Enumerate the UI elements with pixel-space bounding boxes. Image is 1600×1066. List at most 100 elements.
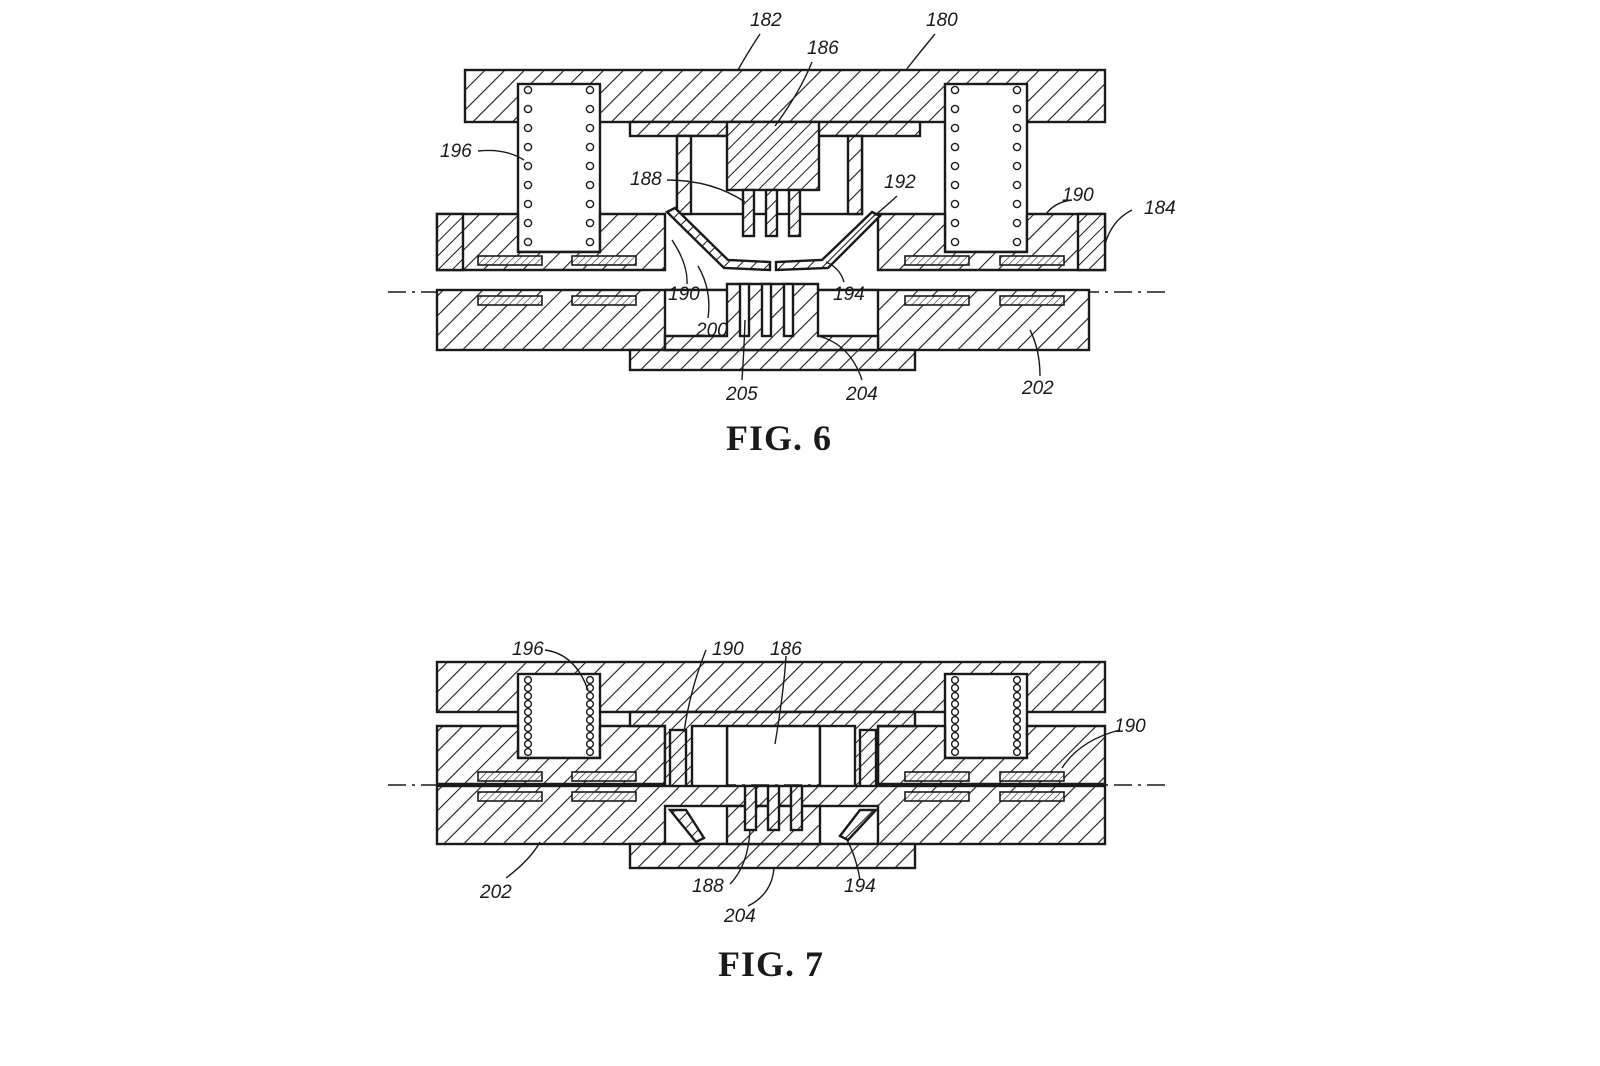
coil-turn — [585, 691, 595, 701]
fig6-strip-upper-1 — [477, 255, 543, 266]
coil-turn — [523, 675, 533, 685]
fig6-leader-196 — [477, 149, 525, 161]
coil-turn — [585, 723, 595, 733]
fig7-coil-spring-left — [523, 675, 595, 757]
coil-turn — [950, 747, 960, 757]
coil-turn — [523, 237, 533, 247]
coil-turn — [523, 199, 533, 209]
fig6-ref-188: 188 — [630, 169, 662, 190]
coil-turn — [585, 707, 595, 717]
coil-turn — [585, 237, 595, 247]
fig7-leader-202 — [505, 841, 541, 879]
fig6-leader-204 — [817, 335, 863, 381]
fig6-pin-188-c — [787, 188, 802, 238]
fig6-strip-lower-1 — [477, 295, 543, 306]
coil-turn — [585, 739, 595, 749]
fig7-ref-204: 204 — [723, 906, 756, 927]
fig6-ref-186: 186 — [807, 38, 839, 59]
fig6-strip-upper-3 — [904, 255, 970, 266]
coil-turn — [950, 683, 960, 693]
fig6-end-cap-184 — [1076, 212, 1107, 272]
fig7-arm-tip-left — [667, 808, 706, 844]
fig6-flex-arm-right — [774, 210, 883, 272]
coil-turn — [950, 142, 960, 152]
coil-turn — [585, 180, 595, 190]
coil-turn — [1012, 85, 1022, 95]
fig6-ref-204: 204 — [845, 384, 878, 405]
fig6-ref-202: 202 — [1021, 378, 1054, 399]
coil-turn — [523, 161, 533, 171]
fig6-ref-205: 205 — [725, 384, 758, 405]
coil-turn — [523, 104, 533, 114]
coil-turn — [1012, 123, 1022, 133]
fig6-leader-194 — [825, 261, 845, 283]
fig7-leader-204 — [747, 867, 775, 907]
coil-turn — [950, 123, 960, 133]
coil-turn — [585, 699, 595, 709]
fig7-bottom-boss-204 — [628, 842, 917, 870]
coil-turn — [585, 161, 595, 171]
coil-turn — [1012, 142, 1022, 152]
coil-turn — [523, 699, 533, 709]
fig7-strip-upper-4 — [999, 771, 1065, 782]
fig7-pin-188-b — [766, 784, 781, 832]
fig6-ref-190-top: 190 — [1062, 185, 1094, 206]
fig6-lower-pin-gap-2 — [760, 282, 773, 338]
fig7-strip-lower-3 — [904, 791, 970, 802]
coil-turn — [585, 715, 595, 725]
fig6-strip-lower-2 — [571, 295, 637, 306]
coil-turn — [1012, 747, 1022, 757]
fig7-ref-196: 196 — [512, 639, 544, 660]
fig6-coil-spring-right — [950, 85, 1022, 247]
fig6-lower-pin-gap-3 — [782, 282, 795, 338]
coil-turn — [950, 715, 960, 725]
fig6-ref-190-left: 190 — [668, 284, 700, 305]
fig7-strip-upper-3 — [904, 771, 970, 782]
coil-turn — [950, 237, 960, 247]
fig6-leader-190-left — [671, 239, 688, 285]
coil-turn — [950, 180, 960, 190]
coil-turn — [950, 699, 960, 709]
fig6-flex-arm-left — [664, 206, 772, 272]
coil-turn — [585, 218, 595, 228]
fig7-ref-202: 202 — [479, 882, 512, 903]
fig7-coil-spring-right — [950, 675, 1022, 757]
coil-turn — [950, 218, 960, 228]
fig7-ref-186: 186 — [770, 639, 802, 660]
figure-6: 182 180 186 196 188 192 190 184 190 194 … — [388, 10, 1176, 458]
fig7-leader-186 — [774, 655, 787, 745]
fig6-ref-184: 184 — [1144, 198, 1176, 219]
coil-turn — [523, 85, 533, 95]
coil-turn — [950, 85, 960, 95]
fig7-ref-190-left: 190 — [712, 639, 744, 660]
coil-turn — [1012, 691, 1022, 701]
fig6-leader-184 — [1104, 209, 1133, 245]
coil-turn — [523, 731, 533, 741]
fig7-leader-190-left — [683, 649, 707, 733]
fig6-pin-188-a — [741, 188, 756, 238]
fig6-end-cap-left — [435, 212, 465, 272]
figure-7: 196 190 186 190 202 188 204 194 FIG. 7 — [388, 639, 1165, 984]
fig6-coil-spring-left — [523, 85, 595, 247]
coil-turn — [950, 691, 960, 701]
fig6-leader-205 — [741, 319, 746, 381]
fig6-leader-192 — [873, 195, 898, 217]
fig7-strip-upper-2 — [571, 771, 637, 782]
coil-turn — [585, 85, 595, 95]
fig7-strip-upper-1 — [477, 771, 543, 782]
fig7-ref-190-right: 190 — [1114, 716, 1146, 737]
coil-turn — [950, 199, 960, 209]
coil-turn — [1012, 731, 1022, 741]
fig7-strip-lower-2 — [571, 791, 637, 802]
fig7-title: FIG. 7 — [718, 944, 824, 984]
fig7-strip-lower-1 — [477, 791, 543, 802]
fig6-bottom-boss-204 — [628, 348, 917, 372]
fig7-leader-188 — [729, 829, 751, 885]
coil-turn — [585, 747, 595, 757]
coil-turn — [585, 675, 595, 685]
fig7-ref-188: 188 — [692, 876, 724, 897]
coil-turn — [523, 180, 533, 190]
fig6-leader-186 — [774, 61, 813, 127]
coil-turn — [950, 707, 960, 717]
coil-turn — [1012, 161, 1022, 171]
